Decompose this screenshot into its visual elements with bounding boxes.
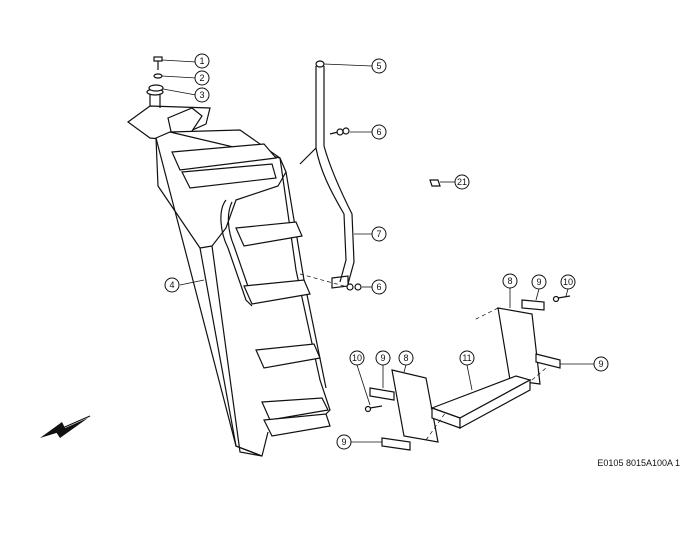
callout-9-upper: 9	[531, 274, 547, 290]
part-21	[429, 179, 441, 187]
callout-7: 7	[371, 226, 387, 242]
callout-9-left: 9	[375, 350, 391, 366]
callout-9-bottom: 9	[336, 434, 352, 450]
callout-21: 21	[454, 174, 470, 190]
svg-text:11: 11	[462, 353, 471, 363]
callout-1: 1	[194, 53, 210, 69]
svg-text:8: 8	[507, 276, 512, 286]
svg-text:10: 10	[563, 277, 573, 287]
leader-lines	[161, 59, 595, 443]
callout-4: 4	[164, 277, 180, 293]
svg-text:6: 6	[376, 282, 381, 292]
handrail	[299, 60, 362, 291]
svg-text:10: 10	[352, 353, 362, 363]
callout-2: 2	[194, 70, 210, 86]
svg-text:7: 7	[376, 229, 381, 239]
top-fasteners	[148, 56, 164, 92]
svg-text:9: 9	[380, 353, 385, 363]
callout-10-right: 10	[560, 274, 576, 290]
bottom-step-assembly	[364, 295, 571, 451]
svg-text:6: 6	[376, 127, 381, 137]
callout-6-upper: 6	[371, 124, 387, 140]
svg-text:8: 8	[403, 353, 408, 363]
callout-3: 3	[194, 87, 210, 103]
svg-text:9: 9	[536, 277, 541, 287]
svg-text:21: 21	[457, 177, 467, 187]
direction-arrow-icon	[40, 415, 91, 438]
callout-8-right: 8	[502, 273, 518, 289]
ladder-assembly	[126, 88, 331, 457]
svg-text:4: 4	[169, 280, 174, 290]
svg-text:3: 3	[199, 90, 204, 100]
svg-text:1: 1	[199, 56, 204, 66]
svg-text:9: 9	[341, 437, 346, 447]
svg-text:9: 9	[598, 359, 603, 369]
svg-text:5: 5	[376, 61, 381, 71]
callout-5: 5	[371, 58, 387, 74]
callout-10-left: 10	[349, 350, 365, 366]
svg-text:2: 2	[199, 73, 204, 83]
figure-reference: E0105 8015A100A 1	[597, 458, 680, 468]
callout-11: 11	[459, 350, 475, 366]
callout-6-lower: 6	[371, 279, 387, 295]
callout-9-right: 9	[593, 356, 609, 372]
callout-8-left: 8	[398, 350, 414, 366]
